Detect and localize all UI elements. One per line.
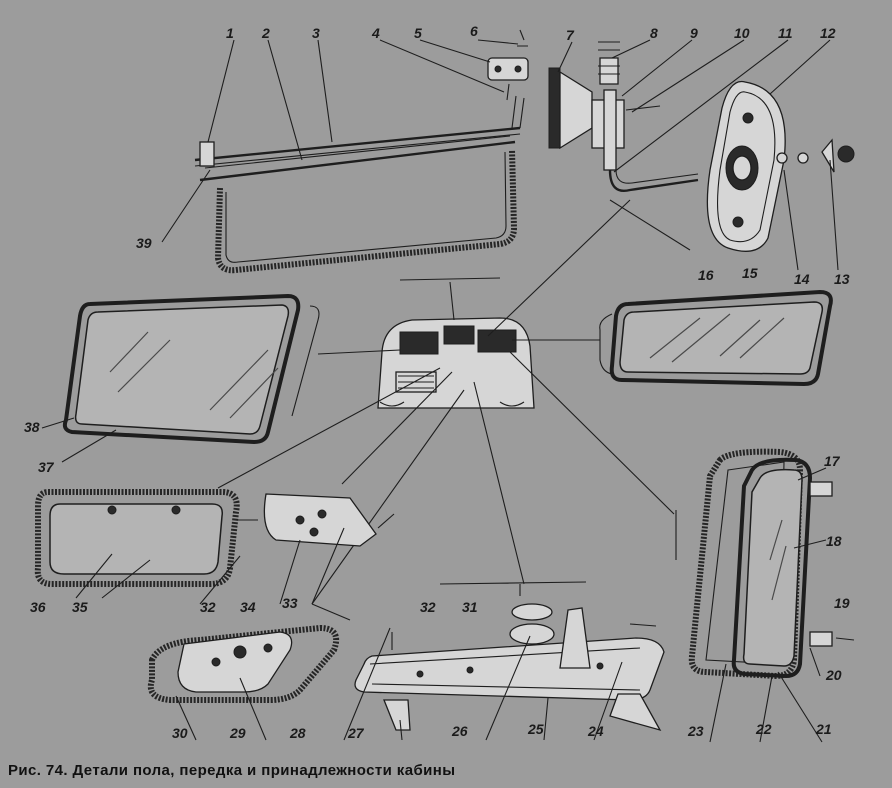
right-windshield <box>599 289 833 387</box>
rear-view-mirror <box>706 80 855 252</box>
callout-9: 9 <box>690 25 698 41</box>
callout-26: 26 <box>451 723 468 739</box>
callout-11: 11 <box>778 25 793 41</box>
callout-14: 14 <box>794 271 810 287</box>
callout-2: 2 <box>261 25 270 41</box>
callout-16: 16 <box>698 267 714 283</box>
callout-24: 24 <box>587 723 604 739</box>
callout-30: 30 <box>172 725 188 741</box>
callout-1: 1 <box>226 25 234 41</box>
callout-38: 38 <box>24 419 40 435</box>
callout-5: 5 <box>414 25 422 41</box>
callout-29: 29 <box>229 725 246 741</box>
callout-10: 10 <box>734 25 750 41</box>
callout-23: 23 <box>687 723 704 739</box>
callout-27: 27 <box>347 725 365 741</box>
vent-hatch <box>34 489 258 587</box>
callout-35: 35 <box>72 599 88 615</box>
floor-hatch <box>147 624 340 703</box>
floor-panel <box>354 584 665 732</box>
cab-silhouette <box>377 317 535 409</box>
callout-18: 18 <box>826 533 842 549</box>
callout-labels: 1 2 3 4 5 6 7 8 9 10 11 12 13 14 15 16 1… <box>24 23 850 741</box>
side-window-frame <box>194 95 525 274</box>
callout-25: 25 <box>527 721 544 737</box>
callout-36: 36 <box>30 599 46 615</box>
callout-32-floor: 32 <box>420 599 436 615</box>
left-windshield <box>62 293 320 445</box>
callout-21: 21 <box>815 721 832 737</box>
hinge-bracket <box>487 29 529 101</box>
callout-13: 13 <box>834 271 850 287</box>
callout-leaders <box>41 39 839 743</box>
door-window-assembly <box>675 448 855 680</box>
callout-31: 31 <box>462 599 478 615</box>
callout-39: 39 <box>136 235 152 251</box>
callout-7: 7 <box>566 27 575 43</box>
callout-19: 19 <box>834 595 850 611</box>
callout-20: 20 <box>825 667 842 683</box>
callout-8: 8 <box>650 25 658 41</box>
callout-32-vent: 32 <box>200 599 216 615</box>
callout-3: 3 <box>312 25 320 41</box>
mirror-arm-assembly <box>548 41 699 192</box>
figure-caption: Рис. 74. Детали пола, передка и принадле… <box>8 762 456 779</box>
callout-12: 12 <box>820 25 836 41</box>
callout-22: 22 <box>755 721 772 737</box>
callout-33: 33 <box>282 595 298 611</box>
leader-lines <box>217 199 691 621</box>
callout-17: 17 <box>824 453 841 469</box>
vent-cover-plate <box>263 493 395 547</box>
callout-28: 28 <box>289 725 306 741</box>
callout-6: 6 <box>470 23 478 39</box>
callout-4: 4 <box>371 25 380 41</box>
callout-34: 34 <box>240 599 256 615</box>
callout-37: 37 <box>38 459 55 475</box>
callout-15: 15 <box>742 265 758 281</box>
